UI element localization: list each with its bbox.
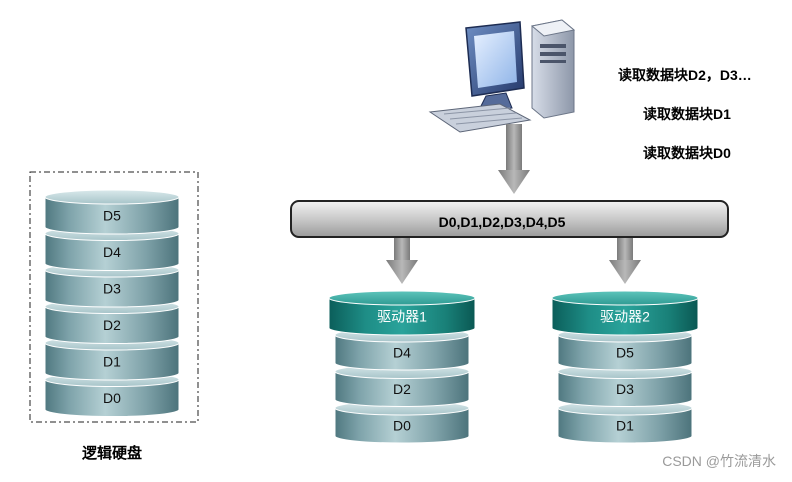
disk-block-label: D4	[103, 244, 121, 260]
read-op-label-2: 读取数据块D1	[643, 106, 731, 122]
computer-icon	[428, 19, 576, 133]
logical-disk-stack: D0 D1 D2 D3 D4 D5	[44, 189, 180, 417]
drive-1: D0 D2 D4 驱动器1	[328, 290, 476, 444]
arrow-down-icon	[498, 124, 530, 194]
disk-block: D1	[557, 400, 693, 444]
logical-disk-caption: 逻辑硬盘	[82, 444, 142, 462]
disk-block-label: D2	[103, 317, 121, 333]
read-op-label-1: 读取数据块D2，D3…	[618, 67, 752, 83]
logical-disk-frame	[29, 171, 199, 423]
disk-block: D0	[334, 400, 470, 444]
drive-header: 驱动器2	[551, 290, 699, 336]
bus-label: D0,D1,D2,D3,D4,D5	[439, 214, 566, 230]
disk-block-label: D0	[393, 418, 411, 434]
disk-block-label: D5	[616, 345, 634, 361]
disk-block: D2	[334, 364, 470, 407]
drive-2: D1 D3 D5 驱动器2	[551, 290, 699, 444]
disk-block-label: D1	[616, 418, 634, 434]
drive-header-label: 驱动器2	[600, 309, 650, 325]
disk-block-label: D4	[393, 345, 411, 361]
drive-header-label: 驱动器1	[377, 309, 427, 325]
arrow-down-icon	[386, 238, 418, 284]
read-op-label-3: 读取数据块D0	[643, 145, 731, 161]
disk-block-label: D3	[103, 281, 121, 297]
disk-block-label: D1	[103, 354, 121, 370]
data-bus: D0,D1,D2,D3,D4,D5	[290, 200, 729, 238]
disk-block: D3	[557, 364, 693, 407]
disk-block-label: D2	[393, 381, 411, 397]
disk-block-label: D5	[103, 208, 121, 224]
disk-block-label: D3	[616, 381, 634, 397]
drive-header: 驱动器1	[328, 290, 476, 336]
arrow-down-icon	[609, 238, 641, 284]
disk-block-label: D0	[103, 390, 121, 406]
watermark: CSDN @竹流清水	[662, 453, 776, 469]
disk-block: D5	[44, 189, 180, 235]
